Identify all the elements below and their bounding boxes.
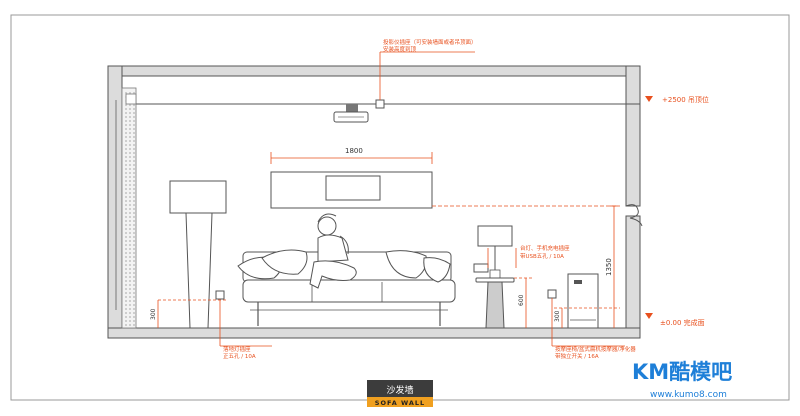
- wall-panel: [270, 171, 433, 209]
- person-figure: [309, 213, 357, 289]
- air-purifier: [567, 273, 599, 329]
- curtain-rail-box: [125, 93, 137, 105]
- watermark: KM酷模吧 www.kumo8.com: [632, 360, 732, 400]
- panel-height-label: 1350: [605, 258, 613, 276]
- watermark-url: www.kumo8.com: [650, 390, 727, 400]
- lamp-socket-note-2: 带USB五孔 / 10A: [520, 252, 564, 260]
- projector: [333, 104, 369, 123]
- right-socket-height-label: 300: [554, 310, 561, 322]
- floor-lamp: [169, 180, 227, 329]
- ceiling-level-label: +2500 吊顶位: [662, 95, 709, 104]
- floor-level-marker-icon: [645, 313, 653, 319]
- floor-lamp-socket-note-2: 正五孔 / 10A: [223, 352, 256, 360]
- table-height-dimension: 600: [514, 277, 532, 328]
- appliance-socket-note-2: 带独立开关 / 16A: [555, 352, 599, 360]
- wall-break-mark: [625, 204, 643, 227]
- side-table-lamp: [475, 225, 515, 329]
- tv-width-dimension: 1800: [270, 147, 433, 164]
- sofa: [237, 249, 456, 326]
- lamp-socket-icon: [473, 263, 489, 273]
- floor-level-label: ±0.00 完成面: [660, 318, 705, 327]
- floor-lamp-socket-icon: [215, 290, 225, 300]
- floor-lamp-socket-note: 落地灯插座: [223, 345, 251, 353]
- appliance-socket-note: 按摩座椅/盆式扁机按摩器/净化器: [555, 345, 636, 353]
- projector-socket-note: 投影仪插座（可安装墙面或者吊顶面）: [383, 38, 477, 46]
- appliance-socket-icon: [547, 289, 557, 299]
- tv-width-label: 1800: [345, 147, 363, 155]
- curtain: [115, 87, 137, 329]
- projector-socket-note-2: 安装高度到顶: [383, 45, 417, 53]
- projector-socket-icon: [375, 99, 385, 109]
- right-socket-dimension: 300: [554, 308, 563, 328]
- title-en: SOFA WALL: [375, 399, 425, 407]
- lamp-socket-note: 台灯、手机充电插座: [520, 244, 570, 252]
- table-height-label: 600: [518, 294, 525, 306]
- ceiling-level-marker-icon: [645, 96, 653, 102]
- watermark-logo-text: KM酷模吧: [632, 360, 732, 384]
- left-socket-dimension: 300: [150, 300, 159, 328]
- title-cn: 沙发墙: [386, 384, 413, 396]
- left-socket-height-label: 300: [150, 308, 157, 320]
- title-block: 沙发墙 SOFA WALL: [367, 380, 433, 407]
- panel-height-dimension: 1350: [605, 205, 618, 328]
